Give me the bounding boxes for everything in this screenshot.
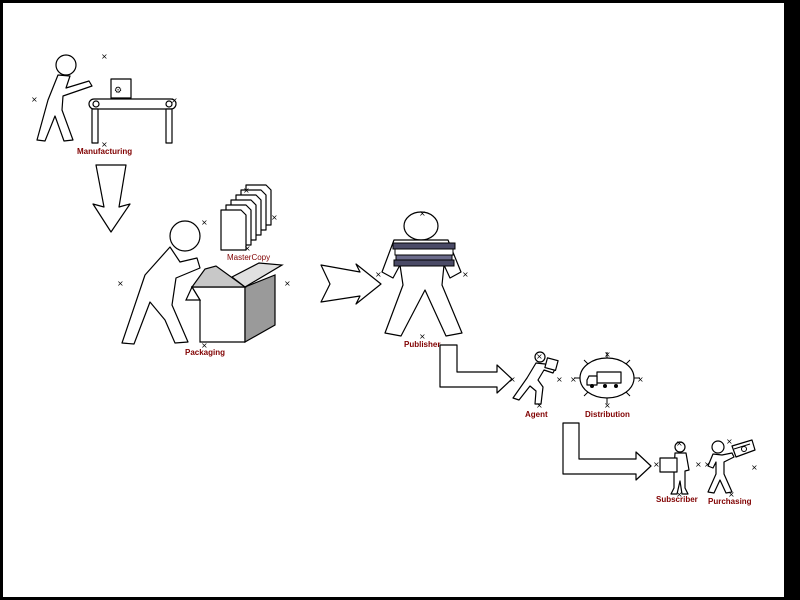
svg-text:×: × xyxy=(419,332,426,341)
svg-text:×: × xyxy=(653,460,660,469)
svg-text:×: × xyxy=(570,375,577,384)
svg-text:×: × xyxy=(375,270,382,279)
svg-text:×: × xyxy=(728,490,735,499)
svg-text:×: × xyxy=(695,460,702,469)
person-money-icon xyxy=(707,439,756,494)
svg-text:×: × xyxy=(536,352,543,361)
svg-text:×: × xyxy=(509,375,516,384)
flow-arrow-down xyxy=(92,164,131,233)
svg-text:×: × xyxy=(676,439,683,448)
svg-text:×: × xyxy=(201,341,208,350)
svg-text:×: × xyxy=(101,52,108,61)
svg-text:×: × xyxy=(419,209,426,218)
manufacturing-label: Manufacturing xyxy=(77,147,132,156)
subscriber-label: Subscriber xyxy=(656,495,698,504)
document-stack-icon xyxy=(220,184,272,251)
selection-handles: × × × × × × × × × × × × × × × × × × × × xyxy=(31,52,758,499)
distribution-label: Distribution xyxy=(585,410,630,419)
svg-text:×: × xyxy=(201,218,208,227)
master-copy-label: MasterCopy xyxy=(227,253,270,262)
worker-box-icon xyxy=(121,220,284,345)
svg-text:×: × xyxy=(462,270,469,279)
svg-text:×: × xyxy=(243,186,250,195)
svg-text:×: × xyxy=(244,244,251,253)
packaging-node[interactable]: Packaging xyxy=(121,220,284,357)
publisher-label: Publisher xyxy=(404,340,440,349)
supply-chain-diagram: ⚙ Manufacturing xyxy=(31,52,758,506)
svg-text:×: × xyxy=(726,437,733,446)
svg-text:×: × xyxy=(101,140,108,149)
svg-text:×: × xyxy=(676,490,683,499)
svg-text:×: × xyxy=(271,213,278,222)
svg-text:×: × xyxy=(117,279,124,288)
master-copy-node[interactable]: MasterCopy xyxy=(220,184,272,262)
agent-node[interactable]: Agent xyxy=(512,351,559,419)
purchasing-label: Purchasing xyxy=(708,497,752,506)
running-person-icon xyxy=(512,351,559,405)
worker-conveyor-icon: ⚙ xyxy=(36,54,177,144)
distribution-node[interactable]: Distribution xyxy=(574,352,640,419)
packaging-label: Packaging xyxy=(185,348,225,357)
purchasing-node[interactable]: Purchasing xyxy=(707,439,756,506)
svg-text:×: × xyxy=(171,96,178,105)
svg-text:×: × xyxy=(604,350,611,359)
svg-text:×: × xyxy=(284,279,291,288)
person-holding-books-icon xyxy=(381,211,463,337)
svg-text:×: × xyxy=(704,460,711,469)
manufacturing-node[interactable]: ⚙ Manufacturing xyxy=(36,54,177,156)
person-reading-icon xyxy=(659,441,690,495)
diagram-canvas: ⚙ Manufacturing xyxy=(3,3,784,597)
svg-text:×: × xyxy=(751,463,758,472)
svg-text:×: × xyxy=(556,375,563,384)
flow-arrow-right-large xyxy=(320,263,382,305)
svg-text:×: × xyxy=(637,375,644,384)
svg-text:×: × xyxy=(604,401,611,410)
svg-text:⚙: ⚙ xyxy=(114,86,122,96)
flow-arrow-publisher-to-agent xyxy=(439,344,513,394)
flow-arrow-distribution-to-subscriber xyxy=(562,422,652,481)
publisher-node[interactable]: Publisher xyxy=(381,211,463,349)
truck-network-icon xyxy=(574,352,640,404)
svg-text:×: × xyxy=(31,95,38,104)
agent-label: Agent xyxy=(525,410,548,419)
subscriber-node[interactable]: Subscriber xyxy=(656,441,698,504)
svg-text:×: × xyxy=(536,401,543,410)
